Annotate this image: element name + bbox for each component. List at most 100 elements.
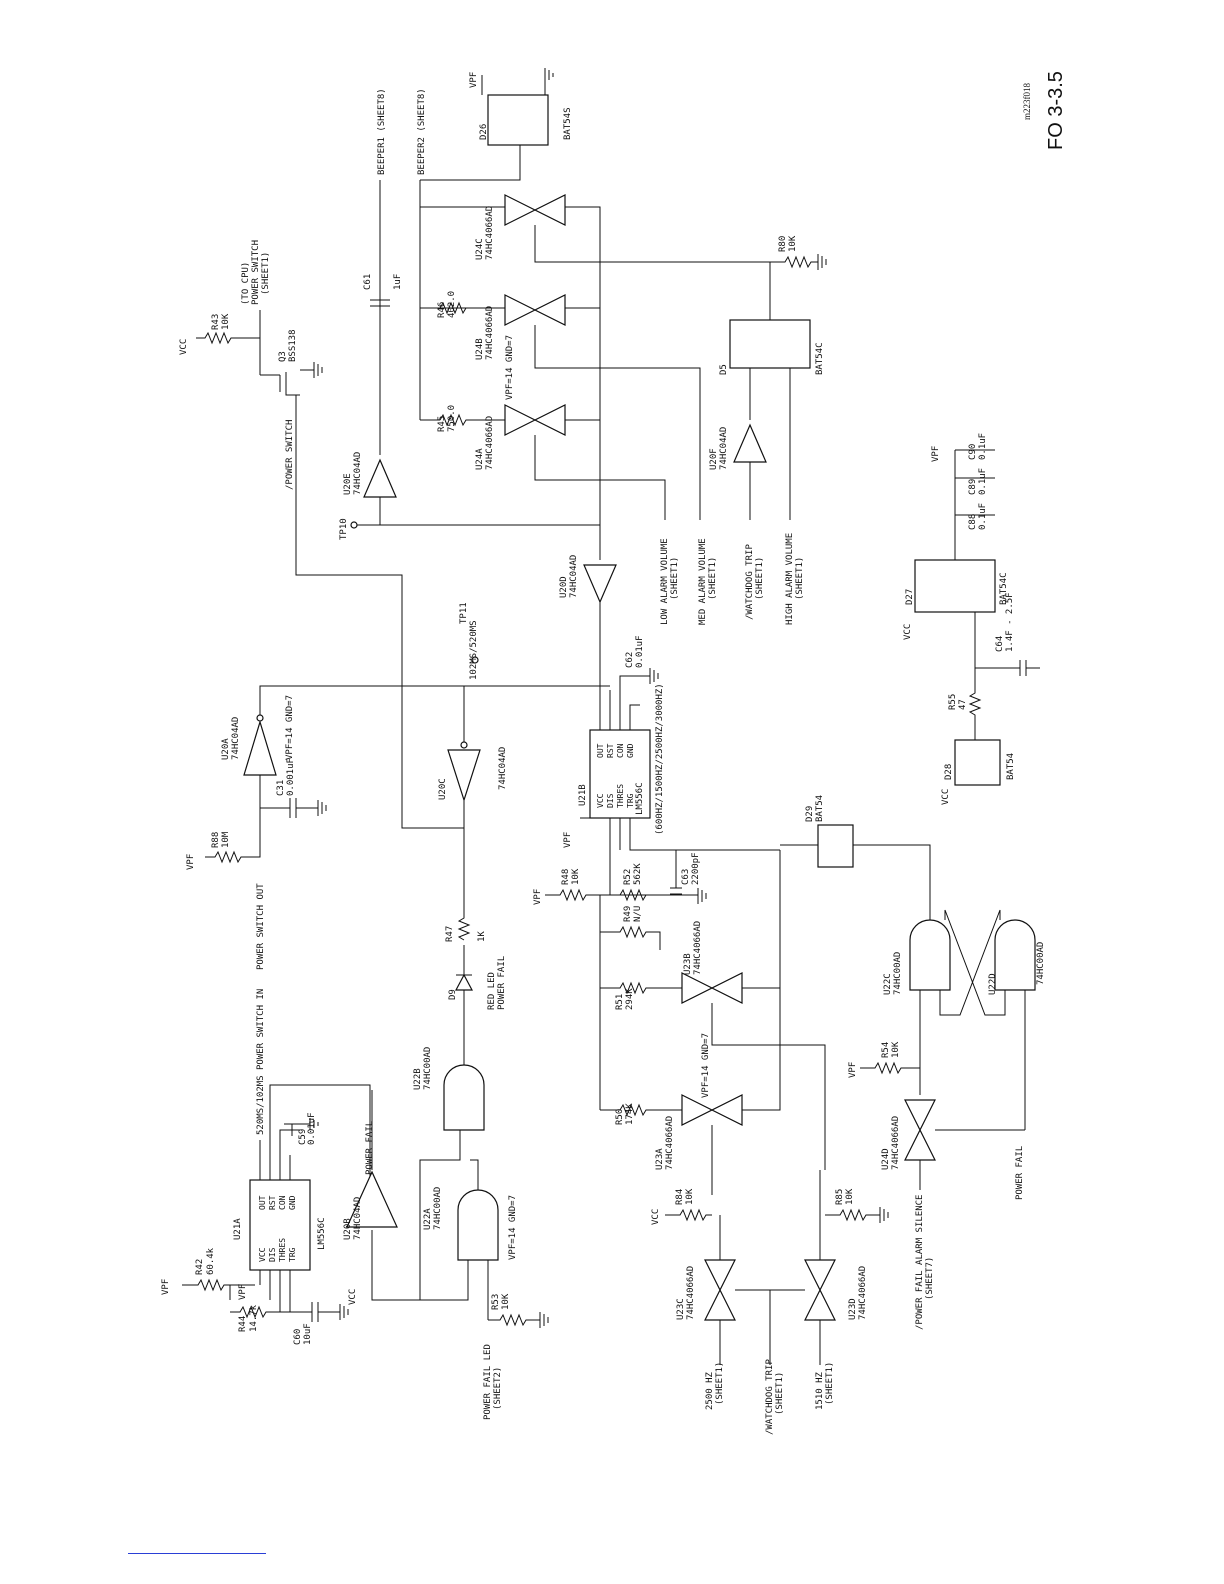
c60-ref: C60: [293, 1329, 303, 1345]
u21a-out-pin: OUT: [258, 1195, 267, 1210]
watchdog-trip-label-2: /WATCHDOG TRIP: [765, 1359, 775, 1435]
footer-link-underline[interactable]: [128, 1553, 266, 1554]
u23a-supply: VPF=14 GND=7: [701, 1033, 711, 1098]
r49-ref: R49: [623, 906, 633, 922]
u22b-gate: [443, 1064, 485, 1131]
r47-value: 1K: [477, 931, 487, 942]
u24a-ref: U24A: [475, 448, 485, 470]
tp11-label: TP11: [459, 602, 469, 624]
c31-ref: C31: [276, 780, 286, 796]
u22c-gate: [909, 919, 951, 991]
r43-ref: R43: [211, 314, 221, 330]
u21b-gnd-pin: GND: [626, 743, 635, 758]
sheet1-label-6: (SHEET1): [715, 1362, 725, 1405]
pf-alarm-silence-label: /POWER FAIL ALARM SILENCE: [915, 1195, 925, 1330]
u23c-ref: U23C: [676, 1298, 686, 1320]
d28-part: BAT54: [1006, 753, 1016, 780]
power-fail-latch: D29 BAT54 U22C 74HC00AD U22D 74HC00AD VP…: [780, 795, 1046, 1330]
d5-u20f: R80 10K D5 BAT54C U20F 74HC04AD LOW ALAR…: [660, 235, 827, 625]
r48-ref: R48: [561, 869, 571, 885]
u23d-part: 74HC4066AD: [858, 1266, 868, 1320]
beeper2-label: BEEPER2 (SHEET8): [417, 88, 427, 175]
u22a-supply: VPF=14 GND=7: [508, 1195, 518, 1260]
u20f-ref: U20F: [709, 448, 719, 470]
r44-value: 14.7k: [249, 1304, 259, 1332]
u21b-con-pin: CON: [616, 743, 625, 758]
d27-part: BAT54C: [999, 572, 1009, 605]
r45-ref: R45: [437, 416, 447, 432]
r84-value: 10K: [685, 1188, 695, 1205]
c64-ref: C64: [995, 636, 1005, 652]
u24d-ref: U24D: [881, 1148, 891, 1170]
d9-led-r47: D9 RED LED POWER FAIL R47 1K: [445, 800, 507, 1010]
u20e-ref: U20E: [343, 473, 353, 495]
u20b-ref: U20B: [343, 1218, 353, 1240]
u23ab-switches: R51 294K U23B 74HC4066AD R50 174K VPF=14…: [600, 850, 826, 1195]
u24b-switch: [504, 294, 566, 326]
r80-value: 10K: [788, 235, 798, 252]
d28-ref: D28: [944, 764, 954, 780]
u24d-switch: [904, 1099, 936, 1161]
to-cpu-label: (TO CPU): [241, 262, 251, 305]
u23a-switch: [681, 1094, 743, 1126]
r46-ref: R46: [437, 302, 447, 318]
u23d-switch: [804, 1259, 836, 1321]
u24c-part: 74HC4066AD: [485, 206, 495, 260]
u22d-gate: [994, 919, 1036, 991]
vcc-u20b-label: VCC: [348, 1289, 358, 1305]
r49-value: N/U: [633, 906, 643, 922]
vcc-d27-label: VCC: [903, 624, 913, 640]
c62-ref: C62: [625, 652, 635, 668]
timing-network: VPF R48 10K R52 562K C63 2200pF R49 N/U: [533, 850, 707, 1110]
beeper1-label: BEEPER1 (SHEET8): [377, 88, 387, 175]
u24a-part: 74HC4066AD: [485, 416, 495, 470]
u24c-switch: [504, 194, 566, 226]
drawing-number: m223f018: [1022, 83, 1032, 120]
u23b-switch: [681, 972, 743, 1004]
u20c-inverter: U20C 74HC04AD: [401, 686, 508, 829]
u21b-ref: U21B: [578, 784, 588, 806]
u21a-box: [249, 1179, 311, 1271]
q3-ref: Q3: [278, 351, 288, 362]
u22a-part: 74HC00AD: [433, 1187, 443, 1230]
u21b-part: LM556C: [635, 782, 645, 815]
vcc-r84-label: VCC: [651, 1209, 661, 1225]
u20d-part: 74HC04AD: [569, 555, 579, 598]
u22c-ref: U22C: [883, 973, 893, 995]
r42-ref: R42: [195, 1259, 205, 1275]
c62-value: 0.01uF: [635, 635, 645, 668]
sheet7-label: (SHEET7): [925, 1257, 935, 1300]
figure-id: FO 3-3.5: [1045, 71, 1067, 150]
d29-part: BAT54: [815, 795, 825, 822]
u21b-thres-pin: THRES: [616, 784, 625, 808]
med-alarm-volume-label: MED ALARM VOLUME: [698, 538, 708, 625]
u23c-switch: [704, 1259, 736, 1321]
c61-ref: C61: [363, 274, 373, 290]
u23a-ref: U23A: [655, 1148, 665, 1170]
u20e-part: 74HC04AD: [353, 452, 363, 495]
u24b-ref: U24B: [475, 338, 485, 360]
u24-analog-switches: U24A 74HC4066AD VPF=14 GND=7 U24B 74HC40…: [437, 194, 770, 560]
c59-ref: C59: [298, 1129, 308, 1145]
r55-value: 47: [958, 699, 968, 710]
u24d-part: 74HC4066AD: [891, 1116, 901, 1170]
sheet1-label-4: (SHEET1): [755, 557, 765, 600]
vpf-r42-label: VPF: [161, 1279, 171, 1295]
r46-value: 402.0: [447, 291, 457, 318]
u21b-rst-pin: RST: [606, 743, 615, 758]
u21a-ref: U21A: [233, 1218, 243, 1240]
d5-part: BAT54C: [815, 342, 825, 375]
low-alarm-volume-label: LOW ALARM VOLUME: [660, 538, 670, 625]
vpf-r54-label: VPF: [848, 1062, 858, 1078]
c90-ref: C90: [968, 444, 978, 460]
u23b-ref: U23B: [683, 953, 693, 975]
r55-ref: R55: [948, 694, 958, 710]
power-fail-label-3: POWER FAIL: [1015, 1146, 1025, 1200]
power-fail-led-label: POWER FAIL LED: [483, 1344, 493, 1420]
rate-520-102-label: 520MS/102MS: [256, 1075, 266, 1135]
u24b-part: 74HC4066AD: [485, 306, 495, 360]
r44-ref: R44: [238, 1316, 248, 1332]
power-switch-in-label: POWER SWITCH IN: [256, 989, 266, 1070]
u21a-rst-pin: RST: [268, 1195, 277, 1210]
u20a-part: 74HC04AD: [231, 717, 241, 760]
